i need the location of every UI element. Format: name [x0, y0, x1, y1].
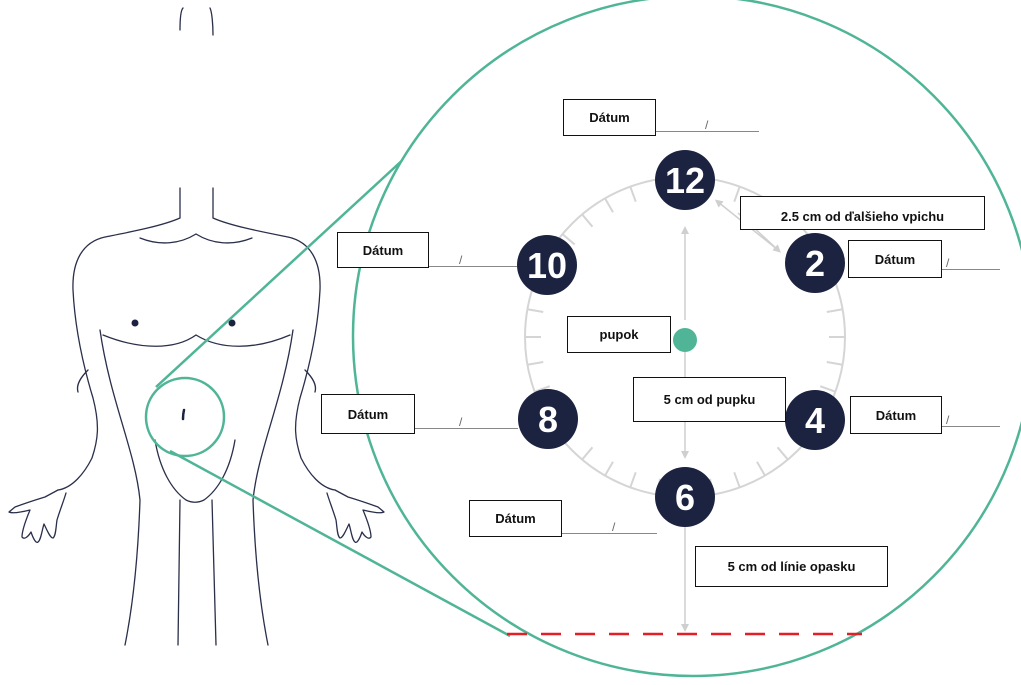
clock-number-12: 12: [665, 160, 705, 201]
navel-mark: [181, 408, 186, 421]
date-line-6: [562, 533, 657, 534]
date-slash-8: /: [459, 415, 463, 429]
date-box-6: Dátum: [469, 500, 562, 537]
clock-badge-4: 4: [785, 390, 845, 450]
right-nipple: [228, 319, 236, 327]
dial-tick: [629, 471, 637, 488]
dial-tick: [819, 385, 836, 393]
date-box-4: Dátum: [850, 396, 942, 434]
dial-tick: [581, 446, 594, 461]
date-box-12: Dátum: [563, 99, 656, 136]
body-outline: [8, 7, 385, 646]
dial-tick: [604, 461, 614, 477]
distance-next-injection-label: 2.5 cm od ďalšieho vpichu: [740, 196, 985, 230]
dial-tick: [604, 197, 614, 213]
date-box-2: Dátum: [848, 240, 942, 278]
date-slash-12: /: [705, 118, 709, 132]
dial-tick: [826, 308, 843, 313]
dial-tick: [527, 308, 544, 313]
navel-label: pupok: [567, 316, 671, 353]
dial-tick: [826, 361, 843, 366]
date-line-4: [942, 426, 1000, 427]
date-slash-2: /: [946, 256, 950, 270]
clock-badge-2: 2: [785, 233, 845, 293]
dial-tick: [756, 461, 766, 477]
date-line-8: [415, 428, 518, 429]
date-line-2: [942, 269, 1000, 270]
clock-badge-10: 10: [517, 235, 577, 295]
date-slash-4: /: [946, 413, 950, 427]
date-box-8: Dátum: [321, 394, 415, 434]
date-line-10: [429, 266, 517, 267]
distance-belt-label: 5 cm od línie opasku: [695, 546, 888, 587]
clock-badge-8: 8: [518, 389, 578, 449]
distance-navel-label: 5 cm od pupku: [633, 377, 786, 422]
clock-number-6: 6: [675, 477, 695, 518]
dial-tick: [733, 186, 741, 203]
clock-number-8: 8: [538, 399, 558, 440]
date-slash-10: /: [459, 253, 463, 267]
clock-number-10: 10: [527, 245, 567, 286]
dial-tick: [534, 385, 551, 393]
dial-tick: [527, 361, 544, 366]
zoom-source-circle: [144, 376, 226, 458]
clock-badge-12: 12: [655, 150, 715, 210]
dial-tick: [581, 213, 594, 228]
dial-tick: [561, 233, 576, 246]
clock-badge-6: 6: [655, 467, 715, 527]
dial-tick: [776, 446, 789, 461]
left-nipple: [131, 319, 139, 327]
navel-dot: [673, 328, 697, 352]
date-slash-6: /: [612, 520, 616, 534]
date-box-10: Dátum: [337, 232, 429, 268]
clock-number-2: 2: [805, 243, 825, 284]
zoom-line-bottom: [169, 449, 511, 638]
dial-tick: [733, 471, 741, 488]
date-line-12: [656, 131, 759, 132]
clock-number-4: 4: [805, 400, 825, 441]
dial-tick: [629, 186, 637, 203]
